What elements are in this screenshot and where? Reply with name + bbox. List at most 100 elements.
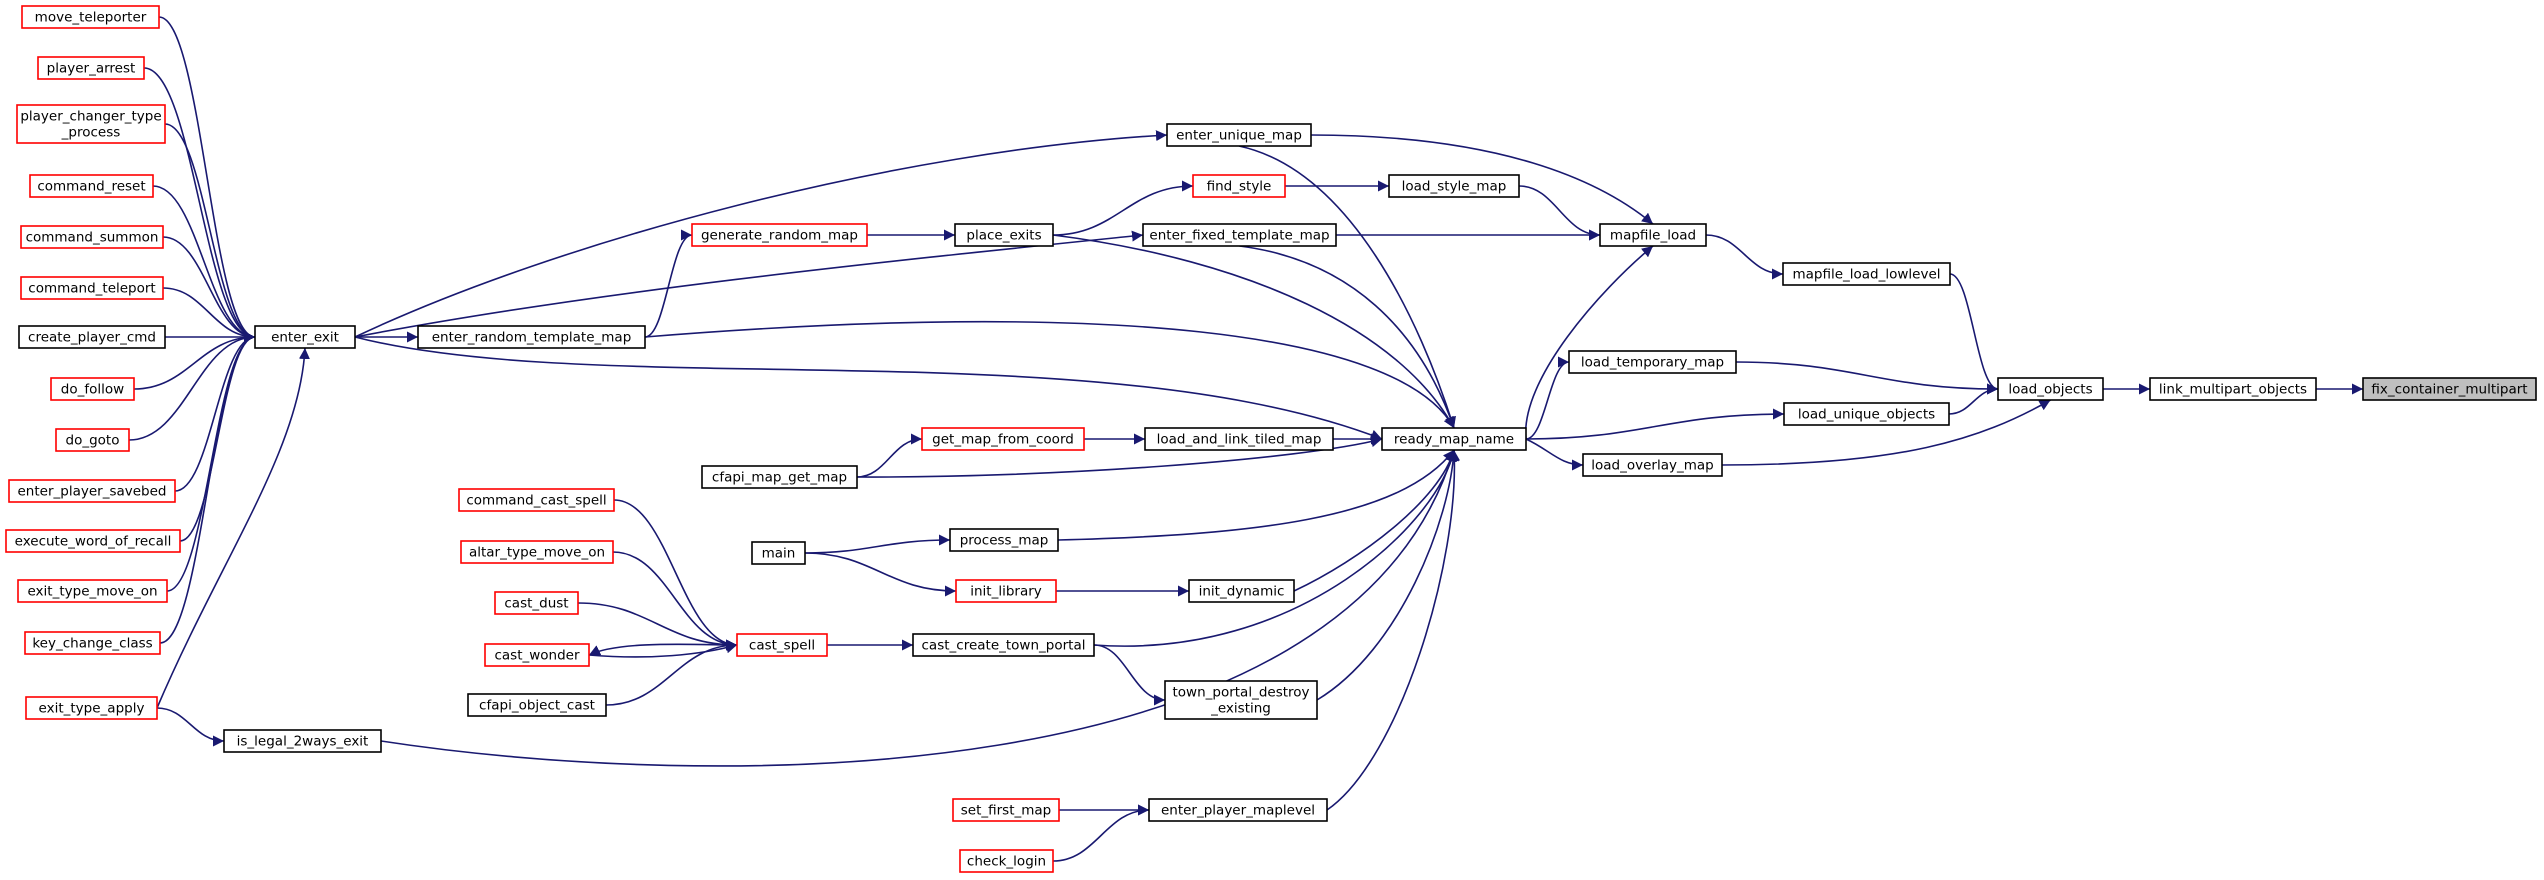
- node-box: [1783, 402, 1950, 426]
- node-cast_create_town_portal[interactable]: cast_create_town_portal: [912, 633, 1095, 657]
- node-enter_player_maplevel[interactable]: enter_player_maplevel: [1148, 798, 1328, 822]
- node-enter_fixed_template_map[interactable]: enter_fixed_template_map: [1142, 223, 1337, 247]
- node-altar_type_move_on[interactable]: altar_type_move_on: [460, 540, 614, 564]
- node-box: [736, 633, 828, 657]
- node-enter_player_savebed[interactable]: enter_player_savebed: [8, 479, 176, 503]
- edge-cast_dust-to-cast_spell: [577, 602, 738, 651]
- node-find_style[interactable]: find_style: [1192, 174, 1286, 198]
- edge-cast_create_town_portal-to-ready_map_name: [1093, 449, 1458, 647]
- node-label: do_follow: [61, 382, 124, 398]
- node-exit_type_move_on[interactable]: exit_type_move_on: [17, 579, 168, 603]
- edge-main-to-process_map: [804, 534, 951, 554]
- node-enter_random_template_map[interactable]: enter_random_template_map: [417, 325, 646, 349]
- node-command_summon[interactable]: command_summon: [20, 225, 164, 249]
- node-generate_random_map[interactable]: generate_random_map: [691, 223, 868, 247]
- node-main[interactable]: main: [751, 541, 806, 565]
- node-cast_dust[interactable]: cast_dust: [494, 591, 579, 615]
- node-label: player_changer_type: [20, 109, 161, 125]
- node-label: fix_container_multipart: [2371, 382, 2527, 398]
- node-fix_container_multipart[interactable]: fix_container_multipart: [2362, 377, 2537, 401]
- node-box: [467, 693, 607, 717]
- node-box: [25, 696, 158, 720]
- node-label: find_style: [1207, 179, 1272, 195]
- node-label: cast_dust: [504, 596, 568, 612]
- node-box: [5, 529, 181, 553]
- node-mapfile_load_lowlevel[interactable]: mapfile_load_lowlevel: [1782, 262, 1951, 286]
- node-is_legal_2ways_exit[interactable]: is_legal_2ways_exit: [223, 729, 382, 753]
- node-label: place_exits: [966, 228, 1041, 244]
- node-move_teleporter[interactable]: move_teleporter: [21, 5, 160, 29]
- node-box: [701, 465, 858, 489]
- node-check_login[interactable]: check_login: [959, 849, 1054, 873]
- node-box: [18, 325, 166, 349]
- node-player_changer_type_process[interactable]: player_changer_type_process: [16, 104, 166, 144]
- node-load_and_link_tiled_map[interactable]: load_and_link_tiled_map: [1144, 427, 1334, 451]
- node-load_overlay_map[interactable]: load_overlay_map: [1582, 453, 1723, 477]
- node-label: command_teleport: [28, 281, 155, 297]
- node-box: [458, 488, 615, 512]
- node-get_map_from_coord[interactable]: get_map_from_coord: [921, 427, 1085, 451]
- node-label: is_legal_2ways_exit: [237, 734, 369, 750]
- edge-ready_map_name-to-load_temporary_map: [1525, 356, 1570, 440]
- node-ready_map_name[interactable]: ready_map_name: [1381, 427, 1527, 451]
- node-label: execute_word_of_recall: [15, 534, 172, 550]
- node-load_unique_objects[interactable]: load_unique_objects: [1783, 402, 1950, 426]
- node-create_player_cmd[interactable]: create_player_cmd: [18, 325, 166, 349]
- node-label: enter_fixed_template_map: [1149, 228, 1329, 244]
- node-cfapi_object_cast[interactable]: cfapi_object_cast: [467, 693, 607, 717]
- node-place_exits[interactable]: place_exits: [954, 223, 1054, 247]
- node-load_objects[interactable]: load_objects: [1997, 377, 2104, 401]
- node-command_teleport[interactable]: command_teleport: [20, 276, 164, 300]
- node-box: [29, 174, 154, 198]
- node-box: [1166, 123, 1312, 147]
- node-init_dynamic[interactable]: init_dynamic: [1188, 579, 1295, 603]
- edge-init_dynamic-to-ready_map_name: [1293, 449, 1457, 592]
- edge-load_temporary_map-to-load_objects: [1735, 361, 1999, 395]
- node-label: load_temporary_map: [1581, 355, 1724, 371]
- edge-move_teleporter-to-enter_exit: [158, 16, 256, 343]
- node-cast_wonder[interactable]: cast_wonder: [484, 643, 590, 667]
- edge-command_summon-to-enter_exit: [162, 236, 256, 343]
- node-cast_spell[interactable]: cast_spell: [736, 633, 828, 657]
- node-process_map[interactable]: process_map: [949, 528, 1059, 552]
- node-label: do_goto: [66, 433, 120, 449]
- node-box: [460, 540, 614, 564]
- node-label: player_arrest: [47, 61, 136, 77]
- node-command_cast_spell[interactable]: command_cast_spell: [458, 488, 615, 512]
- node-do_follow[interactable]: do_follow: [50, 377, 135, 401]
- node-box: [8, 479, 176, 503]
- node-label: process_map: [960, 533, 1049, 549]
- edge-town_portal_destroy_existing-to-ready_map_name: [1316, 449, 1459, 701]
- node-box: [751, 541, 806, 565]
- edge-exit_type_apply-to-is_legal_2ways_exit: [156, 707, 225, 747]
- node-exit_type_apply[interactable]: exit_type_apply: [25, 696, 158, 720]
- edge-exit_type_move_on-to-enter_exit: [166, 331, 256, 592]
- node-label: cast_spell: [749, 638, 815, 654]
- node-enter_unique_map[interactable]: enter_unique_map: [1166, 123, 1312, 147]
- edge-ready_map_name-to-mapfile_load: [1525, 245, 1654, 440]
- node-command_reset[interactable]: command_reset: [29, 174, 154, 198]
- node-do_goto[interactable]: do_goto: [55, 428, 130, 452]
- node-mapfile_load[interactable]: mapfile_load: [1599, 223, 1707, 247]
- node-link_multipart_objects[interactable]: link_multipart_objects: [2149, 377, 2317, 401]
- node-execute_word_of_recall[interactable]: execute_word_of_recall: [5, 529, 181, 553]
- node-cfapi_map_get_map[interactable]: cfapi_map_get_map: [701, 465, 858, 489]
- node-label: main: [762, 546, 796, 562]
- node-town_portal_destroy_existing[interactable]: town_portal_destroy_existing: [1164, 680, 1318, 720]
- node-box: [55, 428, 130, 452]
- node-enter_exit[interactable]: enter_exit: [254, 325, 356, 349]
- node-load_style_map[interactable]: load_style_map: [1388, 174, 1520, 198]
- node-box: [20, 225, 164, 249]
- node-init_library[interactable]: init_library: [955, 579, 1057, 603]
- node-label: load_and_link_tiled_map: [1157, 432, 1322, 448]
- node-key_change_class[interactable]: key_change_class: [24, 631, 161, 655]
- edge-check_login-to-enter_player_maplevel: [1052, 804, 1150, 862]
- node-load_temporary_map[interactable]: load_temporary_map: [1568, 350, 1737, 374]
- node-box: [17, 579, 168, 603]
- node-label: cast_wonder: [494, 648, 580, 664]
- node-player_arrest[interactable]: player_arrest: [37, 56, 145, 80]
- node-set_first_map[interactable]: set_first_map: [952, 798, 1060, 822]
- edge-cfapi_object_cast-to-cast_spell: [605, 639, 738, 706]
- edge-load_unique_objects-to-load_objects: [1948, 383, 1999, 415]
